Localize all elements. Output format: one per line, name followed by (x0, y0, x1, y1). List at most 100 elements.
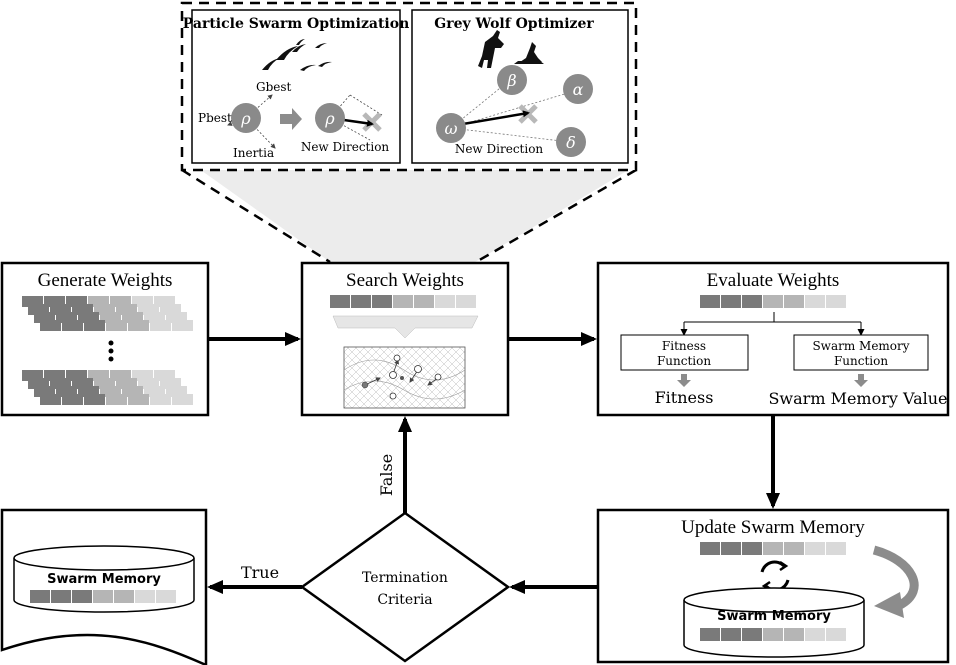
weight-segment (160, 378, 181, 389)
weight-segment (172, 320, 193, 331)
weight-segment (72, 378, 93, 389)
weight-segment (166, 386, 187, 397)
svg-text:β: β (506, 71, 516, 90)
false-edge-label: False (377, 454, 396, 496)
weight-stack-bottom (22, 370, 193, 405)
weight-segment (144, 312, 165, 323)
evaluate-weights-title: Evaluate Weights (707, 270, 840, 291)
weight-segment (88, 370, 109, 381)
weight-segment (122, 386, 143, 397)
weight-segment (372, 295, 392, 308)
weight-segment (100, 312, 121, 323)
birds-icon (262, 39, 332, 71)
swarm-memory-function-box (793, 334, 929, 371)
vertical-ellipsis-icon (108, 340, 114, 362)
gwo-panel: Grey Wolf Optimizer β α ω (411, 9, 629, 164)
weight-segment (66, 296, 87, 307)
weight-vector-bar (700, 628, 846, 641)
weight-segment (721, 542, 741, 555)
weight-segment (88, 296, 109, 307)
weight-segment (100, 386, 121, 397)
update-swarm-memory-box: Update Swarm Memory Swarm Memory (596, 508, 950, 664)
weight-segment (30, 590, 50, 603)
weight-segment (72, 590, 92, 603)
inertia-label: Inertia (233, 146, 274, 160)
pso-transition-arrow-icon (280, 108, 302, 130)
weight-segment (110, 370, 131, 381)
howling-wolf-icon (514, 42, 544, 64)
weight-segment (805, 628, 825, 641)
weight-segment (116, 378, 137, 389)
weight-segment (156, 590, 176, 603)
weight-segment (456, 295, 476, 308)
weight-segment (84, 394, 105, 405)
true-edge-label: True (241, 563, 279, 582)
weight-segment (138, 378, 159, 389)
weight-segment (784, 295, 804, 308)
weight-segment (78, 386, 99, 397)
weight-segment (22, 370, 43, 381)
weight-segment (784, 628, 804, 641)
weight-segment (50, 304, 71, 315)
update-swarm-memory-title: Update Swarm Memory (681, 517, 865, 538)
weight-segment (154, 370, 175, 381)
swarm-memory-down-arrow-icon (854, 374, 868, 387)
output-swarm-memory-document: Swarm Memory (0, 508, 208, 665)
weight-segment (62, 394, 83, 405)
wolf-icon (478, 30, 504, 68)
alpha-node (563, 74, 593, 104)
weight-segment (40, 394, 61, 405)
weight-segment (826, 628, 846, 641)
curved-return-arrow (872, 545, 919, 609)
weight-segment (62, 320, 83, 331)
weight-segment (122, 312, 143, 323)
weight-segment (84, 320, 105, 331)
weight-segment (22, 296, 43, 307)
weight-segment (700, 295, 720, 308)
weight-segment (94, 378, 115, 389)
weight-segment (166, 312, 187, 323)
weight-segment (826, 295, 846, 308)
weight-segment (106, 394, 127, 405)
weight-vector-bar (30, 590, 176, 603)
fitness-down-arrow-icon (677, 374, 691, 387)
fitness-function-label-1: Fitness (662, 339, 706, 353)
weight-segment (172, 394, 193, 405)
weight-segment (56, 386, 77, 397)
pso-particle-node (231, 103, 261, 133)
zoom-line-right (475, 168, 637, 264)
weight-segment (742, 628, 762, 641)
weight-segment (114, 590, 134, 603)
weight-segment (44, 370, 65, 381)
weight-segment (110, 296, 131, 307)
weight-segment (435, 295, 455, 308)
weight-segment (742, 295, 762, 308)
weight-segment (66, 370, 87, 381)
weight-segment (40, 320, 61, 331)
svg-text:α: α (573, 80, 584, 99)
weight-segment (805, 542, 825, 555)
weight-vector-bar (330, 295, 476, 308)
beta-node (497, 65, 527, 95)
weight-segment (150, 394, 171, 405)
pso-particle-node-2 (315, 103, 345, 133)
weight-segment (51, 590, 71, 603)
gwo-new-direction-label: New Direction (455, 142, 544, 156)
weight-segment (132, 370, 153, 381)
svg-text:δ: δ (566, 133, 576, 152)
weight-segment (138, 304, 159, 315)
search-weights-box: Search Weights (300, 261, 510, 417)
weight-segment (116, 304, 137, 315)
optimizer-zoom-panel: Particle Swarm Optimization ρ Gbest Pbes… (180, 1, 638, 264)
swarm-memory-function-label-2: Function (834, 354, 888, 368)
weight-segment (94, 304, 115, 315)
weight-segment (763, 628, 783, 641)
pso-panel: Particle Swarm Optimization ρ Gbest Pbes… (183, 9, 409, 164)
svg-text:ρ: ρ (240, 109, 251, 128)
weight-segment (34, 312, 55, 323)
weight-segment (330, 295, 350, 308)
weight-segment (393, 295, 413, 308)
curved-return-arrowhead-icon (874, 592, 904, 618)
pbest-label: Pbest (198, 111, 232, 125)
